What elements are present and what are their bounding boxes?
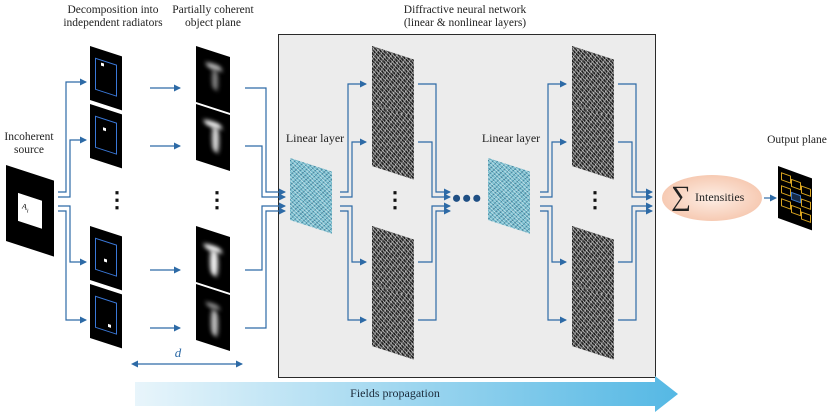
intensities-label: Intensities [695, 190, 745, 204]
radiator-frame [95, 57, 117, 97]
output-detector [801, 185, 811, 198]
arrow-n1-mid-2 [418, 141, 451, 201]
output-plane-label: Output plane [767, 134, 827, 146]
radiator-point [101, 62, 104, 67]
partially-coherent-label: Partially coherent object plane [168, 4, 258, 30]
output-detector [791, 204, 801, 217]
arrow-n1-mid-4 [418, 207, 451, 321]
output-detector [791, 178, 801, 191]
sum-intensities-node: ∑ Intensities [662, 175, 762, 221]
object-glow [210, 248, 218, 278]
arrow-lin1-n4 [340, 210, 367, 324]
arrow-n2-out-1 [618, 83, 653, 196]
radiator-frame [95, 115, 117, 155]
object-glow [212, 125, 219, 154]
output-detector [781, 198, 791, 210]
object-plane-1 [196, 46, 230, 114]
linear-layer-1 [290, 158, 332, 234]
nonlinear-1-ellipsis: ⋮ [384, 187, 406, 212]
incoherent-source-label-line1: Incoherent [4, 131, 54, 143]
arrow-obj-net-1 [245, 87, 286, 196]
arrow-obj-net-3 [245, 202, 286, 271]
arrow-n1-mid-1 [418, 83, 451, 196]
radiator-point [104, 258, 107, 263]
layers-ellipsis: ••• [452, 184, 483, 213]
radiator-ellipsis: ⋮ [106, 187, 128, 212]
object-glow [212, 69, 218, 92]
decomposition-label-line2: independent radiators [63, 17, 163, 29]
fields-propagation: Fields propagation [135, 377, 680, 407]
arrow-n2-out-4 [618, 207, 653, 321]
partially-coherent-label-line2: object plane [185, 17, 241, 29]
object-plane-2 [196, 104, 230, 172]
fields-propagation-arrow [135, 376, 678, 412]
arrow-obj-net-4 [245, 207, 286, 329]
decomposition-label-line1: Decomposition into [67, 4, 159, 16]
dnn-label: Diffractive neural network (linear & non… [375, 4, 555, 30]
linear-layer-2-label: Linear layer [481, 131, 541, 145]
radiator-plane-4 [90, 284, 122, 349]
dnn-label-line2: (linear & nonlinear layers) [403, 17, 527, 29]
radiator-point [108, 323, 111, 328]
linear-layer-1-label: Linear layer [285, 131, 345, 145]
partially-coherent-label-line1: Partially coherent [172, 4, 254, 16]
arrow-lin1-n2 [340, 138, 367, 198]
arrow-lin1-n1 [340, 80, 367, 193]
output-detector-highlighted [791, 191, 801, 204]
radiator-plane-2 [90, 104, 122, 169]
radiator-frame [95, 237, 117, 277]
nonlinear-layer-2b [572, 104, 614, 180]
fields-propagation-label: Fields propagation [350, 386, 440, 400]
radiator-frame [95, 295, 117, 335]
incoherent-source-plane: Ai [6, 165, 54, 257]
nonlinear-layer-1d [372, 284, 414, 360]
arrow-lin2-n2 [540, 138, 567, 198]
dnn-label-line1: Diffractive neural network [403, 4, 527, 16]
arrow-source-r4 [58, 210, 87, 324]
nonlinear-layer-1b [372, 104, 414, 180]
arrow-n2-out-3 [618, 202, 653, 263]
output-detector [801, 198, 811, 211]
radiator-plane-1 [90, 46, 122, 111]
arrow-lin2-n4 [540, 210, 567, 324]
incoherent-source-label-line2: source [13, 144, 44, 156]
sigma-icon: ∑ [671, 181, 691, 212]
linear-layer-2 [488, 158, 530, 234]
object-ellipsis: ⋮ [206, 187, 228, 212]
arrow-lin1-n3 [340, 205, 367, 266]
distance-label: d [174, 345, 182, 360]
arrow-source-r3 [58, 205, 87, 266]
source-symbol: Ai [22, 201, 29, 215]
output-detector [801, 211, 811, 224]
arrow-n2-out-2 [618, 141, 653, 201]
radiator-plane-3 [90, 226, 122, 291]
output-detector [781, 172, 791, 184]
source-aperture: Ai [18, 192, 42, 229]
nonlinear-layer-2d [572, 284, 614, 360]
arrow-lin2-n3 [540, 205, 567, 266]
radiator-point [103, 127, 106, 132]
output-detector [781, 185, 791, 197]
decomposition-label: Decomposition into independent radiators [58, 4, 168, 30]
arrow-source-r1 [58, 78, 87, 193]
object-glow [211, 308, 218, 338]
object-plane-4 [196, 284, 230, 352]
arrow-source-r2 [58, 136, 87, 198]
object-plane-3 [196, 226, 230, 294]
nonlinear-2-ellipsis: ⋮ [584, 187, 606, 212]
arrow-n1-mid-3 [418, 202, 451, 263]
incoherent-source-label: Incoherent source [0, 131, 58, 157]
arrow-lin2-n1 [540, 80, 567, 193]
arrow-obj-net-2 [245, 145, 286, 201]
